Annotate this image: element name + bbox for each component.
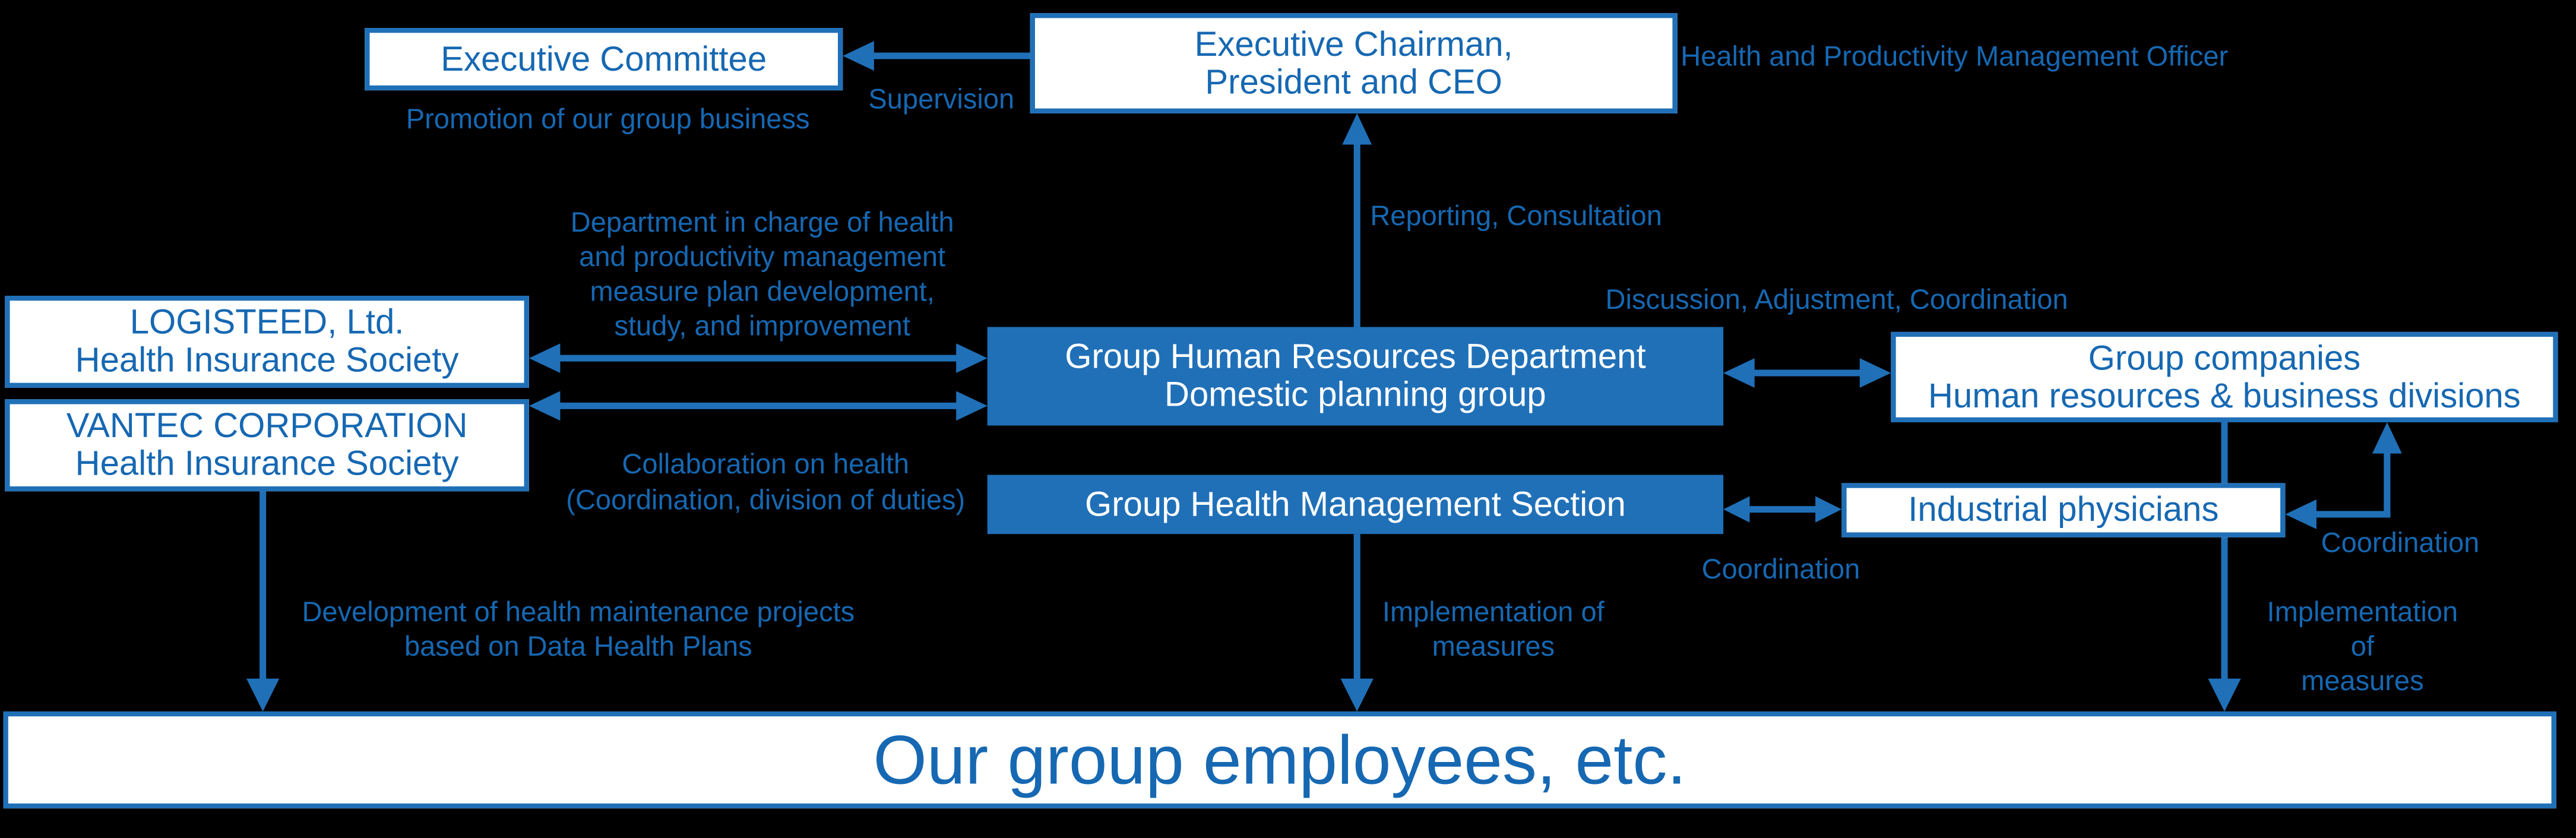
arrow-shaft bbox=[1751, 369, 1863, 377]
group-health-management-section-box: Group Health Management Section bbox=[987, 475, 1724, 535]
arrowhead-up-icon bbox=[2372, 422, 2402, 454]
vantec-health-insurance-box: VANTEC CORPORATION Health Insurance Soci… bbox=[5, 399, 529, 492]
arrowhead-left-icon bbox=[843, 41, 874, 71]
arrow-shaft bbox=[1353, 141, 1360, 327]
reporting-consultation-label: Reporting, Consultation bbox=[1370, 200, 1662, 232]
arrowhead-left-icon bbox=[1723, 358, 1755, 388]
group-employees-box: Our group employees, etc. bbox=[3, 711, 2556, 809]
arrowhead-right-icon bbox=[956, 343, 988, 374]
health-productivity-officer-label: Health and Productivity Management Offic… bbox=[1681, 41, 2229, 72]
executive-committee-box: Executive Committee bbox=[365, 28, 843, 91]
arrow-shaft bbox=[2313, 511, 2391, 518]
arrowhead-right-icon bbox=[956, 391, 988, 421]
industrial-physicians-box: Industrial physicians bbox=[1841, 483, 2286, 537]
implementation-measures-right-label: Implementation of measures bbox=[2267, 596, 2458, 697]
arrow-shaft bbox=[1353, 534, 1360, 681]
group-hr-department-box: Group Human Resources Department Domesti… bbox=[987, 327, 1724, 426]
development-projects-label: Development of health maintenance projec… bbox=[302, 596, 855, 662]
promotion-label: Promotion of our group business bbox=[406, 103, 810, 135]
logisteed-health-insurance-box: LOGISTEED, Ltd. Health Insurance Society bbox=[5, 295, 529, 388]
arrowhead-down-icon bbox=[246, 678, 280, 711]
coordination-physicians-label: Coordination bbox=[1701, 554, 1860, 585]
arrow-shaft bbox=[260, 491, 267, 681]
discussion-adjustment-label: Discussion, Adjustment, Coordination bbox=[1605, 284, 2068, 316]
arrowhead-up-icon bbox=[1342, 113, 1372, 145]
arrow-shaft bbox=[558, 402, 960, 409]
collaboration-label: Collaboration on health (Coordination, d… bbox=[566, 448, 966, 516]
arrowhead-down-icon bbox=[1340, 678, 1374, 711]
group-companies-box: Group companies Human resources & busine… bbox=[1891, 331, 2558, 423]
arrowhead-down-icon bbox=[2208, 678, 2241, 711]
arrowhead-right-icon bbox=[1859, 358, 1891, 388]
arrowhead-left-icon bbox=[529, 391, 561, 421]
executive-chairman-box: Executive Chairman, President and CEO bbox=[1030, 13, 1678, 113]
dept-in-charge-label: Department in charge of health and produ… bbox=[570, 207, 954, 342]
arrowhead-left-icon bbox=[529, 343, 561, 374]
arrowhead-left-icon bbox=[1723, 496, 1750, 523]
arrow-shaft bbox=[872, 52, 1030, 59]
arrow-shaft bbox=[2221, 422, 2228, 681]
arrow-shaft bbox=[1746, 506, 1819, 513]
arrowhead-left-icon bbox=[2285, 499, 2316, 529]
arrowhead-right-icon bbox=[1815, 496, 1842, 523]
arrow-shaft bbox=[2384, 450, 2391, 518]
implementation-measures-center-label: Implementation of measures bbox=[1382, 596, 1605, 662]
arrow-shaft bbox=[558, 355, 960, 362]
supervision-label: Supervision bbox=[868, 84, 1015, 115]
coordination-companies-label: Coordination bbox=[2321, 527, 2480, 559]
